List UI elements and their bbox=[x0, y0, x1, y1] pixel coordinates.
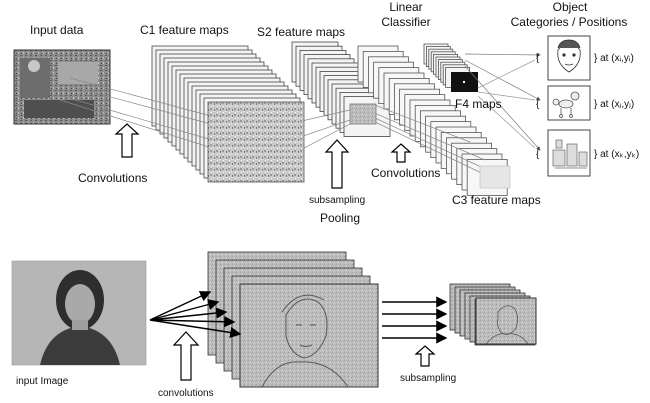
face-sketch-icon bbox=[557, 39, 581, 73]
position-label-2: } at (xⱼ,yⱼ) bbox=[594, 99, 635, 110]
position-brace-2: { bbox=[536, 99, 540, 110]
input-to-conv-arrows bbox=[149, 291, 242, 339]
up-arrow-icon bbox=[414, 345, 436, 367]
s2-highlight-box bbox=[349, 103, 377, 125]
c1-feature-maps-label: C1 feature maps bbox=[140, 23, 229, 37]
convolutions-label-top-left: Convolutions bbox=[78, 171, 148, 185]
position-label-1: } at (xᵢ,yᵢ) bbox=[594, 53, 634, 64]
linear-label: Linear bbox=[389, 0, 423, 14]
subsampling-label-top: subsampling bbox=[309, 195, 366, 206]
poodle-sketch-icon bbox=[552, 91, 580, 118]
classifier-label: Classifier bbox=[381, 15, 431, 29]
f4-highlight-box bbox=[451, 72, 478, 92]
f4-maps-label: F4 maps bbox=[455, 97, 502, 111]
input-data-label: Input data bbox=[30, 23, 84, 37]
bottom-conv-front-map bbox=[239, 283, 379, 388]
subsampling-label-bottom: subsampling bbox=[400, 373, 457, 384]
object-category-face bbox=[547, 35, 591, 81]
c3-feature-maps-stack bbox=[357, 45, 508, 196]
input-data-image bbox=[13, 49, 111, 125]
object-label: Object bbox=[552, 0, 588, 14]
input-image-label: input Image bbox=[16, 376, 69, 387]
c1-front-map bbox=[207, 101, 305, 183]
conv-to-subsampling-arrows bbox=[382, 296, 448, 344]
pooling-label: Pooling bbox=[320, 211, 361, 225]
object-category-poodle bbox=[547, 85, 591, 121]
object-category-furniture bbox=[547, 129, 591, 177]
up-arrow-icon bbox=[172, 331, 200, 381]
convolutions-label-bottom: convolutions bbox=[158, 388, 214, 399]
position-brace-1: { bbox=[536, 53, 540, 64]
input-image-photo bbox=[11, 260, 147, 366]
furniture-sketch-icon bbox=[552, 139, 588, 169]
s2-feature-maps-label: S2 feature maps bbox=[257, 25, 346, 39]
c3-feature-maps-label: C3 feature maps bbox=[452, 193, 541, 207]
up-arrow-icon bbox=[114, 123, 140, 158]
up-arrow-icon bbox=[390, 143, 412, 163]
up-arrow-icon bbox=[324, 139, 350, 189]
position-label-3: } at (xₖ,yₖ) bbox=[594, 149, 640, 160]
convolutions-label-top-mid: Convolutions bbox=[371, 166, 441, 180]
classifier-arrows bbox=[464, 52, 541, 151]
categories-positions-label: Categories / Positions bbox=[510, 15, 628, 29]
c3-front-map bbox=[479, 165, 511, 189]
bottom-subsampled-front-map bbox=[475, 297, 537, 345]
position-brace-3: { bbox=[536, 149, 540, 160]
